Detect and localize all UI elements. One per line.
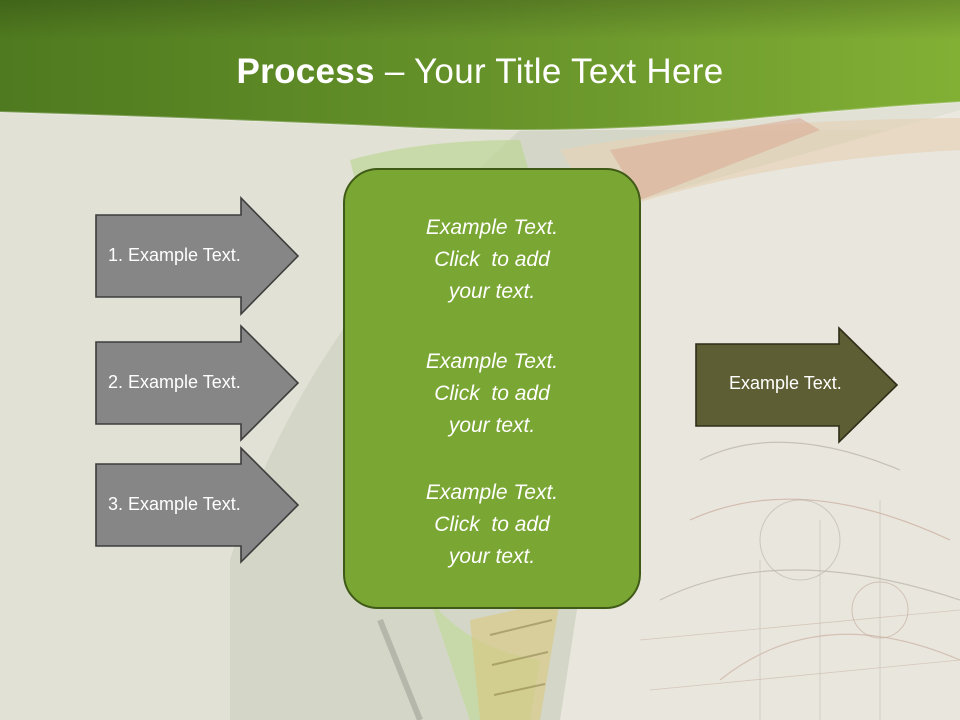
- process-arrow-1[interactable]: [95, 196, 300, 316]
- center-text-line: your text.: [448, 545, 536, 568]
- title-rest: Your Title Text Here: [414, 52, 724, 91]
- center-text-line: Click to add: [434, 513, 550, 536]
- process-arrow-2[interactable]: [95, 324, 300, 442]
- title-dash: –: [374, 52, 414, 91]
- process-arrow-2-label: 2. Example Text.: [108, 372, 241, 392]
- center-text-box[interactable]: [343, 168, 641, 609]
- process-arrow-3[interactable]: [95, 446, 300, 564]
- process-arrow-1-label: 1. Example Text.: [108, 245, 241, 265]
- result-arrow-label: Example Text.: [729, 373, 842, 393]
- center-text-line: Click to add: [434, 248, 550, 271]
- center-text-line: your text.: [448, 280, 536, 303]
- center-text-block-3: Example Text. Click to add your text.: [352, 477, 632, 573]
- center-text-line: Click to add: [434, 382, 550, 405]
- center-text-block-2: Example Text. Click to add your text.: [352, 346, 632, 442]
- center-text-line: your text.: [448, 414, 536, 437]
- process-arrow-3-label: 3. Example Text.: [108, 494, 241, 514]
- center-text-line: Example Text.: [425, 350, 559, 373]
- center-text-line: Example Text.: [425, 481, 559, 504]
- center-text-line: Example Text.: [425, 216, 559, 239]
- result-arrow[interactable]: [695, 326, 899, 444]
- slide-title[interactable]: Process – Your Title Text Here: [0, 52, 960, 92]
- center-text-block-1: Example Text. Click to add your text.: [352, 212, 632, 308]
- title-bold: Process: [236, 52, 375, 91]
